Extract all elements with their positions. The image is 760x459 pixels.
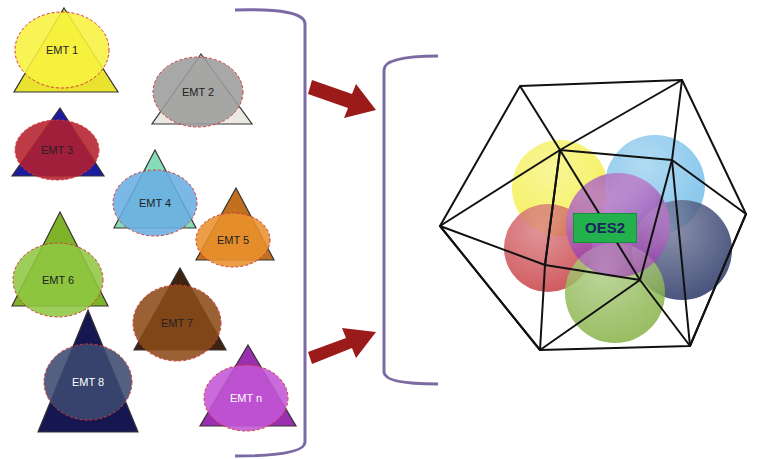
bracket (384, 56, 438, 384)
ellipse (133, 285, 221, 361)
triangle-ellipse-shape: EMT 1 (11, 5, 121, 95)
polyhedron (440, 80, 746, 350)
triangle-ellipse-shape: EMT n (197, 342, 299, 434)
ellipse (153, 57, 243, 127)
shape-outline (130, 265, 229, 364)
overlapping-circles (504, 135, 732, 343)
shape-label: EMT 8 (72, 376, 104, 388)
triangle-ellipse-shape: EMT 8 (35, 307, 141, 435)
triangle-ellipse-shape: EMT 5 (193, 185, 277, 270)
shape-label: EMT 5 (217, 234, 249, 246)
shape-outline (35, 307, 141, 435)
triangle-ellipse-shape: EMT 6 (9, 209, 111, 320)
shape-label: EMT 1 (46, 44, 78, 56)
triangle-ellipse-shape: EMT 7 (130, 265, 229, 364)
shape-outline (193, 185, 277, 270)
triangle (38, 310, 138, 432)
triangle-ellipse-shape: EMT 3 (9, 105, 107, 183)
shape-label: EMT 4 (139, 197, 171, 209)
shape-outline (9, 209, 111, 320)
shape-label: EMT n (230, 392, 262, 404)
shape-label: EMT 2 (182, 86, 214, 98)
triangle (14, 8, 118, 92)
ellipse (44, 344, 132, 420)
ellipse (204, 365, 288, 431)
block-arrow (308, 80, 376, 118)
triangle-ellipse-shape: EMT 4 (110, 147, 200, 239)
ellipse (113, 170, 197, 236)
box-label: OES2 (585, 219, 625, 236)
label-box: OES2 (574, 214, 636, 242)
shape-label: EMT 7 (161, 317, 193, 329)
shape-outline (197, 342, 299, 434)
ellipse (13, 243, 103, 317)
shape-label: EMT 3 (41, 144, 73, 156)
ellipse (15, 12, 109, 88)
block-arrow (308, 328, 376, 364)
ellipse (196, 213, 270, 267)
ellipse (15, 120, 99, 180)
shape-label: EMT 6 (42, 274, 74, 286)
shape-outline (110, 147, 200, 239)
triangle-ellipse-shape: EMT 2 (149, 51, 255, 130)
